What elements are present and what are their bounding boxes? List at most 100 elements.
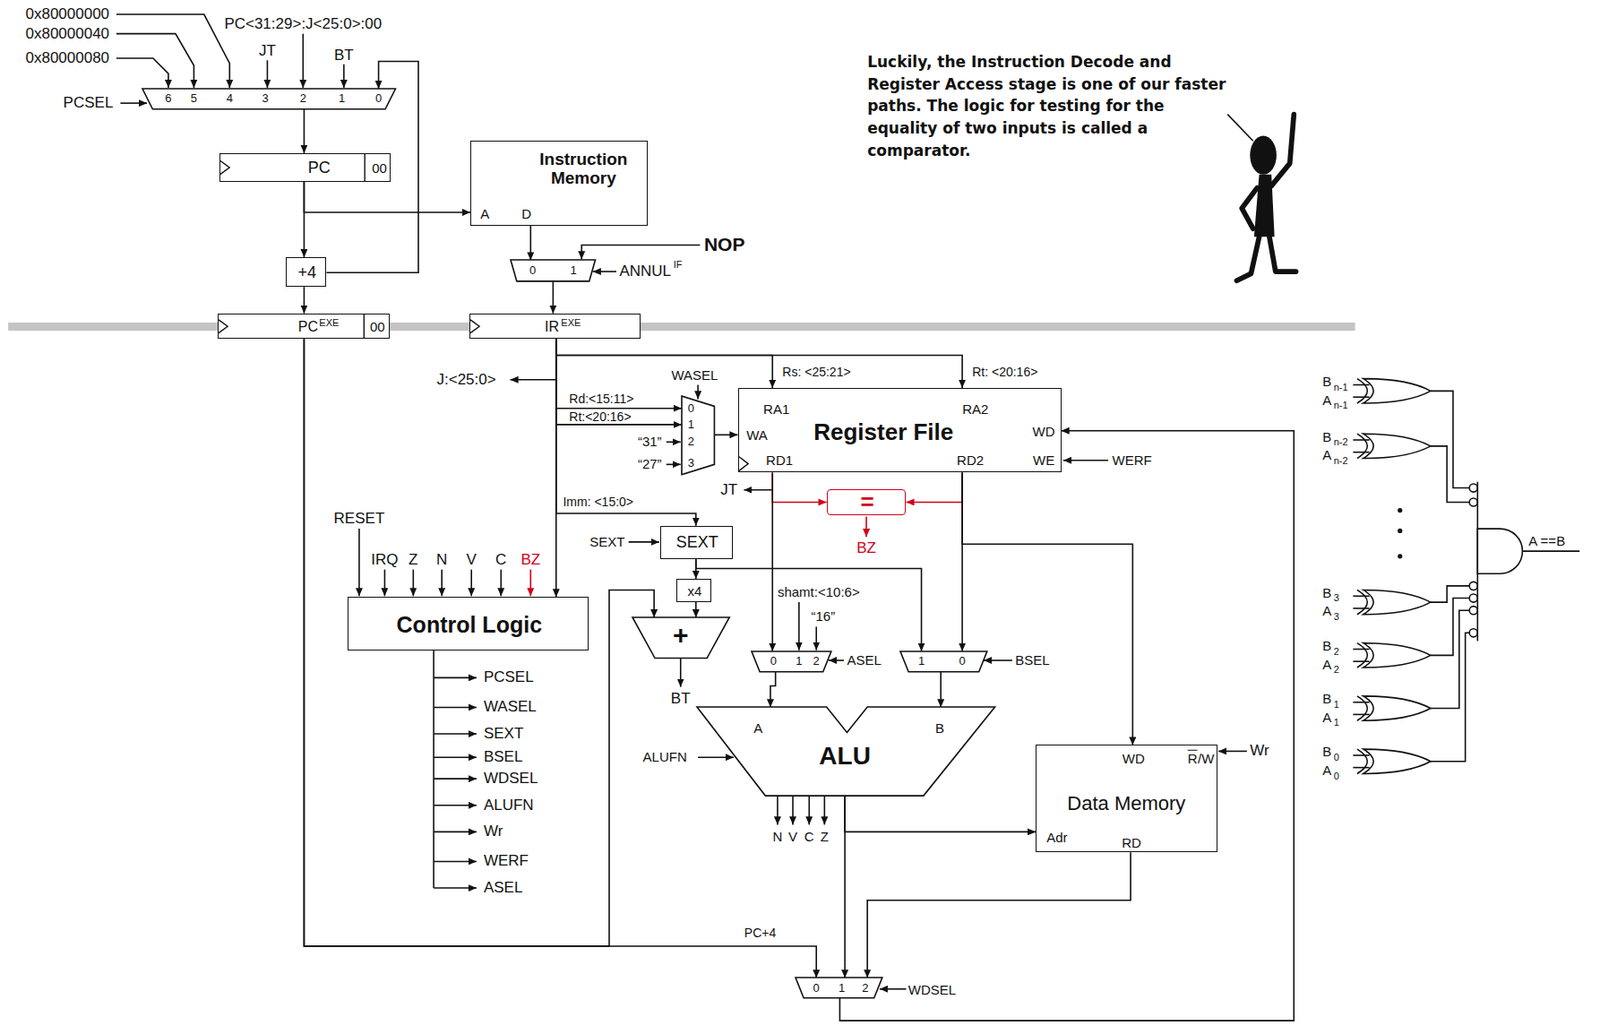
outline (751, 651, 832, 672)
signal-label: IF (673, 258, 683, 271)
signal-label: BT (334, 46, 354, 65)
signal-label: JT (258, 42, 276, 61)
drawn-stroke (1218, 750, 1248, 753)
bus-field-label: Rt:<20:16> (567, 409, 633, 424)
wire (529, 225, 532, 261)
drawn-stroke (499, 569, 502, 597)
register-divider (362, 314, 364, 338)
data-memory: WDR/WData MemoryAdrRD (1035, 744, 1218, 852)
control-logic: Control Logic (347, 596, 589, 650)
signal-label: V (788, 828, 798, 844)
drawn-stroke (116, 34, 195, 88)
wire (303, 181, 306, 258)
clock-symbol (470, 318, 480, 333)
drawn-stroke (470, 569, 473, 597)
drawn-stroke (593, 270, 617, 273)
bsel-mux: 10 (900, 651, 988, 672)
signal-label: SEXT (589, 533, 625, 550)
drawn-stroke (1357, 748, 1368, 774)
signal-label: “31” (637, 434, 663, 450)
signal-label: WERF (483, 852, 529, 871)
node-label: 3 (262, 92, 269, 105)
drawn-stroke (1398, 508, 1403, 513)
signal-label: SEXT (483, 724, 524, 743)
pc-increment: +4 (285, 257, 327, 287)
drawn-stroke (1430, 585, 1470, 603)
signal-label: ASEL (483, 878, 523, 897)
drawn-stroke (1352, 395, 1369, 398)
drawn-stroke (1357, 433, 1368, 458)
node-label: WD (1032, 423, 1056, 439)
signal-label: WDSEL (483, 769, 538, 788)
node-label: 0 (958, 654, 965, 668)
node-label: /W (1197, 751, 1214, 767)
drawn-stroke (343, 64, 345, 88)
bus-field-label: Rt: <20:16> (970, 364, 1040, 379)
drawn-stroke (865, 516, 868, 537)
signal-label: B (1322, 373, 1332, 389)
drawn-stroke (301, 34, 304, 88)
pc-register: PC00 (219, 153, 391, 182)
drawn-stroke (1398, 554, 1403, 559)
node-label: ALU (818, 742, 871, 771)
wire (556, 338, 697, 525)
pc-exe-register: PCEXE00 (217, 313, 390, 339)
signal-label: 2 (1333, 645, 1340, 657)
node-label: 1 (338, 92, 345, 105)
node-label: Data Memory (1066, 792, 1186, 815)
signal-label: 1 (1333, 716, 1340, 729)
drawn-stroke (510, 378, 557, 381)
node-label: 0 (529, 264, 536, 277)
drawn-stroke (433, 706, 477, 709)
shape-outline (510, 259, 596, 282)
drawn-stroke (433, 677, 477, 680)
drawn-stroke (1363, 433, 1431, 458)
node-label: = (860, 489, 874, 516)
alu: ABALU (696, 706, 996, 796)
node-label: EXE (318, 317, 339, 328)
node-label: 0 (688, 401, 695, 414)
node-label: RA1 (763, 401, 790, 417)
register-file: Register FileRA1RA2WAWDRD1RD2WE (738, 387, 1062, 474)
drawn-stroke (1522, 550, 1580, 552)
signal-label: NOP (704, 233, 746, 256)
drawn-stroke (1227, 114, 1253, 142)
drawn-stroke (1352, 754, 1369, 757)
pcsel-mux: 6543210 (142, 88, 396, 110)
drawn-stroke (266, 60, 269, 88)
wire (556, 338, 682, 425)
wire (696, 559, 922, 652)
wire (939, 671, 942, 708)
signal-label: RESET (334, 509, 386, 528)
signal-label: A (1322, 656, 1332, 672)
drawn-stroke (828, 659, 844, 662)
node-label: D (521, 206, 532, 223)
clock-symbol (218, 318, 228, 333)
drawn-stroke (433, 886, 477, 889)
signal-label: V (466, 551, 477, 570)
clock-symbol (220, 160, 230, 174)
drawn-stroke (1352, 384, 1369, 387)
drawn-stroke (1271, 114, 1294, 187)
signal-label: 0x80000040 (25, 25, 110, 44)
shape-outline (751, 651, 832, 672)
signal-label: A (1322, 603, 1332, 620)
node-label: 00 (369, 319, 386, 336)
wire (695, 602, 697, 618)
signal-label: 0 (1333, 769, 1340, 782)
node-label: 1 (918, 654, 925, 668)
bus-field-label: Rs: <25:21> (780, 364, 852, 379)
signal-label: IRQ (370, 551, 398, 570)
drawn-stroke (776, 796, 779, 826)
drawn-stroke (1352, 451, 1369, 454)
drawn-stroke (1352, 594, 1369, 597)
node-label: 2 (861, 980, 869, 994)
drawn-stroke (879, 988, 907, 990)
node-label: 2 (813, 654, 820, 668)
bus-field-label: Rd:<15:11> (567, 391, 636, 406)
node-label: RD2 (956, 452, 984, 468)
bus-field-label: PC+4 (742, 925, 778, 940)
node-label: 2 (300, 92, 307, 105)
drawn-stroke (529, 569, 532, 597)
signal-label: Wr (1249, 742, 1269, 761)
